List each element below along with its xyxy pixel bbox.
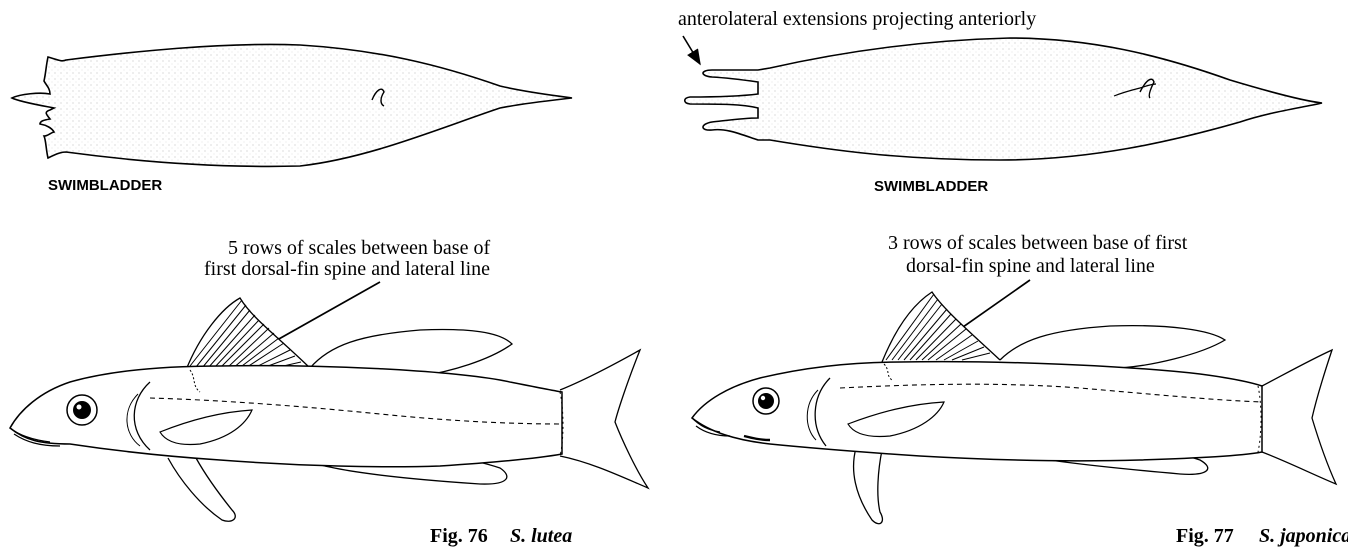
fig77-species: S. japonica — [1259, 525, 1348, 547]
anterolateral-arrow — [683, 36, 700, 64]
fish-lutea — [10, 298, 648, 521]
swimbladder-left — [12, 44, 572, 166]
fish-japonica — [692, 292, 1336, 524]
fig77-number: Fig. 77 — [1176, 525, 1234, 547]
left-annotation-line1: 5 rows of scales between base of — [228, 237, 490, 259]
right-annotation-line2: dorsal-fin spine and lateral line — [906, 255, 1155, 277]
swimbladder-left-label: SWIMBLADDER — [48, 177, 162, 194]
left-annotation-line2: first dorsal-fin spine and lateral line — [204, 258, 490, 280]
fig76-number: Fig. 76 — [430, 525, 488, 547]
swimbladder-right — [685, 38, 1322, 160]
right-annotation-line1: 3 rows of scales between base of first — [888, 232, 1188, 254]
anterolateral-note: anterolateral extensions projecting ante… — [678, 8, 1036, 30]
swimbladder-right-label: SWIMBLADDER — [874, 178, 988, 195]
fig76-species: S. lutea — [510, 525, 572, 547]
